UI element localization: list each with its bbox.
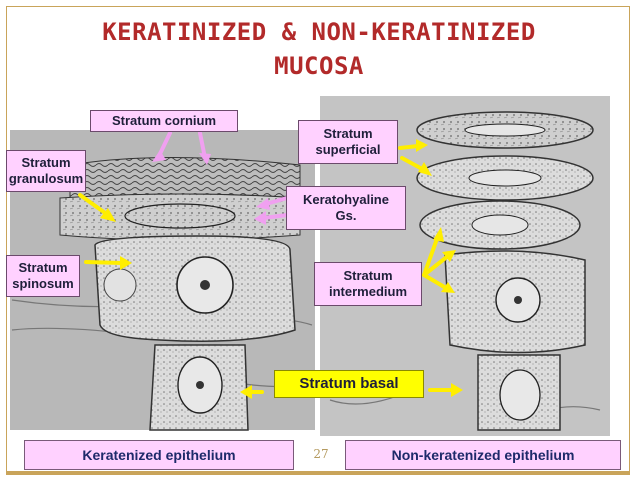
label-stratum-intermedium: Stratum intermedium [314,262,422,306]
slide-frame [6,6,630,472]
caption-keratinized-epithelium: Keratenized epithelium [24,440,294,470]
slide-title-line2: MUCOSA [274,52,364,80]
label-stratum-cornium: Stratum cornium [90,110,238,132]
pointer-arrows [78,131,463,399]
label-stratum-superficial: Stratum superficial [298,120,398,164]
label-keratohyaline-granules: Keratohyaline Gs. [286,186,406,230]
slide-title-line1: KERATINIZED & NON-KERATINIZED [102,18,536,46]
slide-bottom-border [6,472,630,475]
keratinized-panel [10,130,315,431]
label-stratum-granulosum: Stratum granulosum [6,150,86,192]
label-stratum-spinosum: Stratum spinosum [6,255,80,297]
label-stratum-basal: Stratum basal [274,370,424,398]
page-number: 27 [313,447,329,461]
caption-non-keratinized-epithelium: Non-keratenized epithelium [345,440,621,470]
